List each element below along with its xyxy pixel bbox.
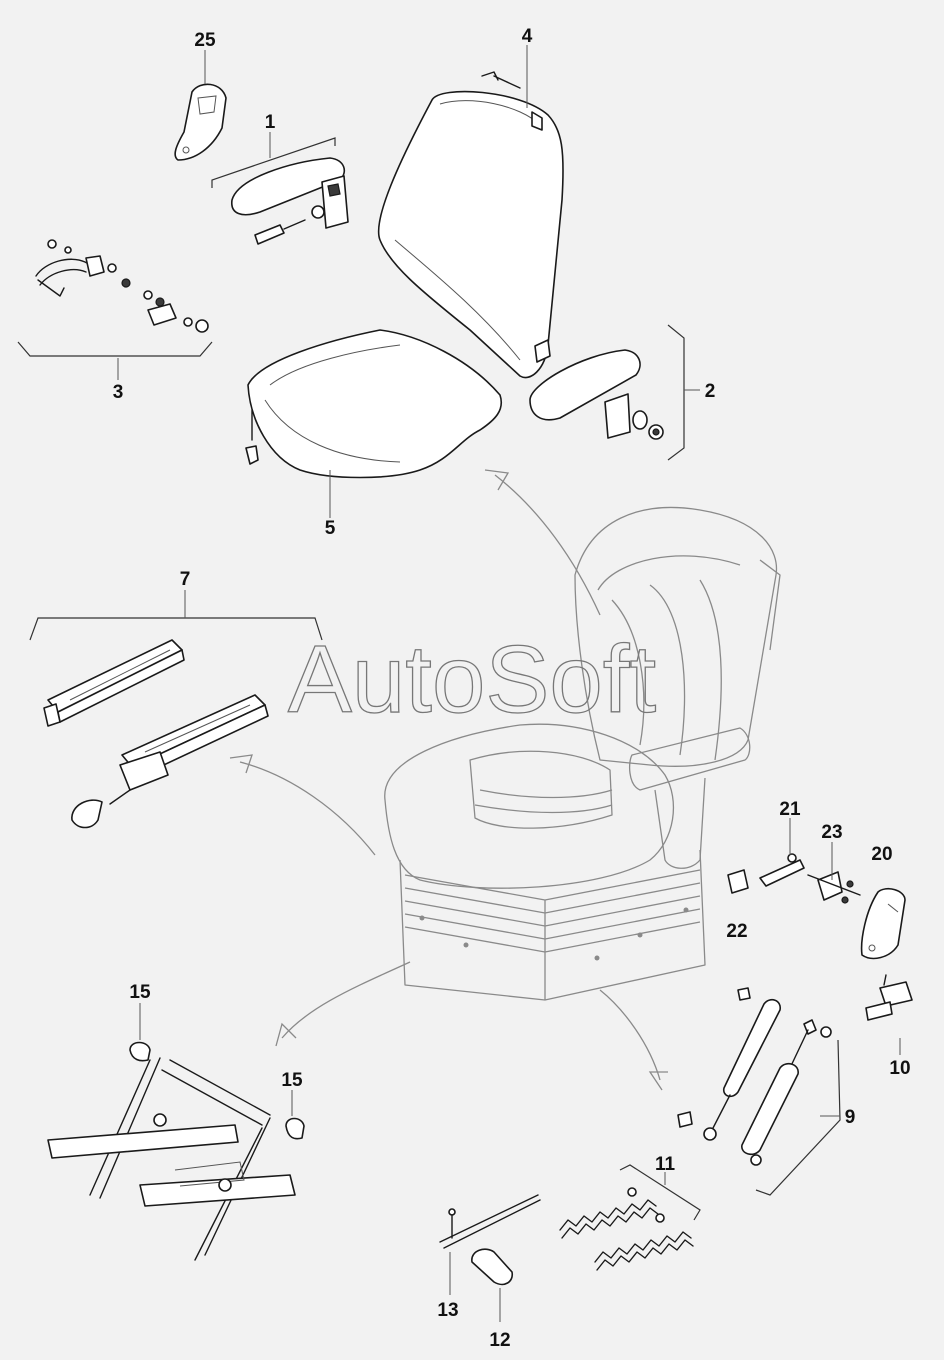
callout-2: 2 xyxy=(705,381,716,402)
part-10-valve xyxy=(865,974,913,1021)
part-13-rod xyxy=(439,1194,541,1249)
part-1-left-armrest xyxy=(231,157,349,245)
part-11-springs xyxy=(559,1187,694,1271)
assembled-seat xyxy=(384,506,781,1001)
callout-10: 10 xyxy=(889,1058,910,1079)
part-22-knob xyxy=(727,869,749,894)
part-9-gas-springs xyxy=(677,987,832,1166)
callout-4: 4 xyxy=(522,26,533,47)
callout-11: 11 xyxy=(655,1154,676,1175)
callout-15-right: 15 xyxy=(281,1070,303,1091)
callout-12: 12 xyxy=(489,1330,510,1351)
callout-20: 20 xyxy=(871,844,892,865)
callout-21: 21 xyxy=(779,799,801,820)
part-21-lever xyxy=(759,853,805,887)
part-20-side-cover xyxy=(860,888,906,960)
callout-25: 25 xyxy=(194,30,216,51)
watermark-text: AutoSoft xyxy=(288,626,656,733)
part-12-handle xyxy=(471,1248,514,1286)
part-2-right-armrest xyxy=(529,349,664,440)
callout-3: 3 xyxy=(113,382,124,403)
part-15-scissor-frame xyxy=(47,1041,305,1261)
explode-arrows xyxy=(229,469,668,1091)
callout-13: 13 xyxy=(437,1300,458,1321)
callout-15-top: 15 xyxy=(129,982,151,1003)
callout-9: 9 xyxy=(845,1107,856,1128)
callout-5: 5 xyxy=(325,518,336,539)
callout-1: 1 xyxy=(265,112,276,133)
callout-23: 23 xyxy=(821,822,842,843)
part-7-slide-rails xyxy=(43,639,269,829)
callout-labels: 25 1 4 3 2 5 7 21 23 20 22 15 15 10 9 11… xyxy=(113,26,911,1351)
part-23-mechanism xyxy=(807,871,861,904)
part-3-seat-belt xyxy=(35,239,209,333)
part-5-seat-cushion xyxy=(245,329,502,479)
callout-22: 22 xyxy=(726,921,747,942)
part-25-side-cover xyxy=(174,83,227,161)
leader-lines xyxy=(117,45,901,1322)
callout-7: 7 xyxy=(180,569,191,590)
part-4-backrest xyxy=(377,71,564,379)
